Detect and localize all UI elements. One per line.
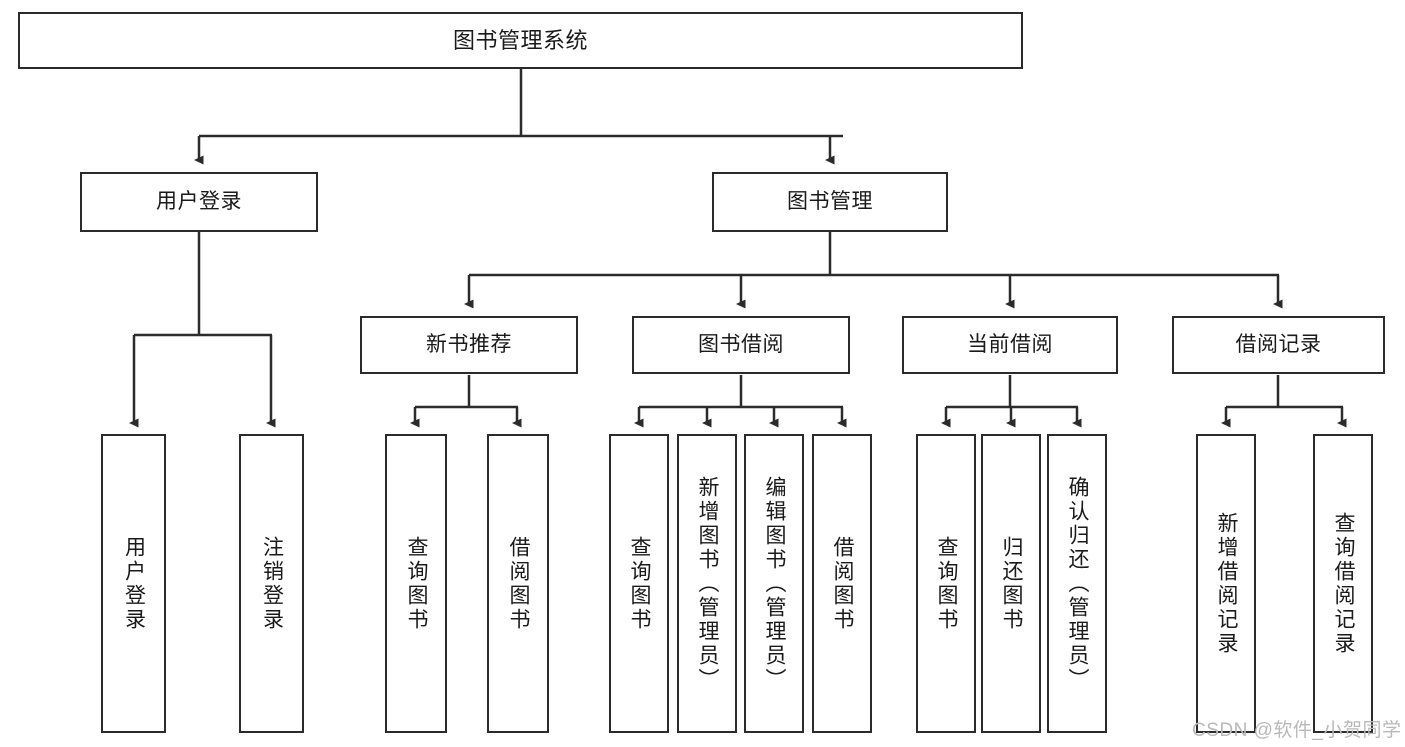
node-leaf-borrow-book-a[interactable]: 借阅图书	[487, 434, 549, 733]
node-leaf-query-book-a[interactable]: 查询图书	[385, 434, 447, 733]
node-user-login[interactable]: 用户登录	[80, 172, 318, 232]
node-leaf-add-borrow-record[interactable]: 新增借阅记录	[1196, 434, 1256, 733]
node-book-manage-label: 图书管理	[787, 189, 873, 213]
node-leaf-borrow-book-b-label: 借阅图书	[831, 535, 855, 632]
node-leaf-edit-book[interactable]: 编辑图书（管理员）	[744, 434, 804, 733]
node-leaf-logout[interactable]: 注销登录	[239, 434, 304, 733]
node-leaf-add-borrow-record-label: 新增借阅记录	[1215, 511, 1239, 656]
node-leaf-borrow-book-b[interactable]: 借阅图书	[812, 434, 872, 733]
node-leaf-query-book-c-label: 查询图书	[935, 535, 959, 632]
node-borrow-record-label: 借阅记录	[1235, 332, 1322, 356]
node-leaf-user-login[interactable]: 用户登录	[101, 434, 166, 733]
node-new-book-recommend[interactable]: 新书推荐	[360, 316, 578, 374]
node-leaf-query-borrow-record[interactable]: 查询借阅记录	[1313, 434, 1373, 733]
node-book-borrow[interactable]: 图书借阅	[632, 316, 850, 374]
node-book-borrow-label: 图书借阅	[698, 332, 784, 356]
node-leaf-logout-label: 注销登录	[260, 535, 284, 632]
node-new-book-recommend-label: 新书推荐	[426, 332, 512, 356]
node-leaf-confirm-return[interactable]: 确认归还（管理员）	[1047, 434, 1107, 733]
node-book-manage[interactable]: 图书管理	[712, 172, 948, 232]
node-leaf-query-book-a-label: 查询图书	[405, 535, 429, 632]
node-current-borrow[interactable]: 当前借阅	[902, 316, 1118, 374]
node-leaf-borrow-book-a-label: 借阅图书	[507, 535, 531, 632]
node-current-borrow-label: 当前借阅	[967, 332, 1053, 356]
node-leaf-query-book-b[interactable]: 查询图书	[609, 434, 669, 733]
node-leaf-return-book[interactable]: 归还图书	[981, 434, 1041, 733]
node-leaf-confirm-return-label: 确认归还（管理员）	[1066, 475, 1090, 692]
node-user-login-label: 用户登录	[156, 189, 242, 213]
node-leaf-query-borrow-record-label: 查询借阅记录	[1332, 511, 1356, 656]
node-leaf-query-book-c[interactable]: 查询图书	[916, 434, 976, 733]
node-leaf-query-book-b-label: 查询图书	[628, 535, 652, 632]
node-leaf-add-book-label: 新增图书（管理员）	[696, 475, 720, 692]
node-borrow-record[interactable]: 借阅记录	[1172, 316, 1385, 374]
node-root-system-label: 图书管理系统	[452, 27, 588, 53]
node-leaf-edit-book-label: 编辑图书（管理员）	[763, 475, 787, 692]
node-root-system[interactable]: 图书管理系统	[18, 12, 1023, 69]
node-leaf-return-book-label: 归还图书	[1000, 535, 1024, 632]
node-leaf-add-book[interactable]: 新增图书（管理员）	[677, 434, 737, 733]
node-leaf-user-login-label: 用户登录	[122, 535, 146, 632]
